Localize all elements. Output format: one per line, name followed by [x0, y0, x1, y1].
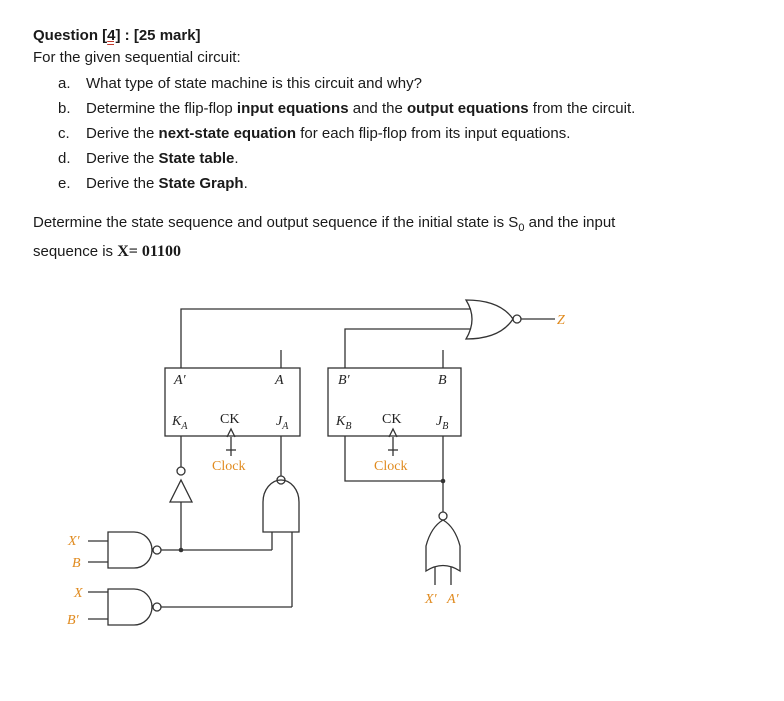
or-gate-jb — [425, 519, 461, 573]
ff-a-ck-label: CK — [220, 412, 239, 427]
bold-term: State Graph — [158, 175, 244, 192]
item-text-fragment: from the circuit. — [528, 100, 636, 117]
ff-b-qbar-label: B′ — [338, 373, 351, 388]
ff-a-qbar-label: A′ — [173, 373, 187, 388]
sequence-instructions: Determine the state sequence and output … — [33, 214, 616, 260]
question-intro: For the given sequential circuit: — [33, 49, 241, 66]
input-x-bar-label: X′ — [67, 534, 81, 549]
input-sequence: X= 01100 — [117, 243, 182, 260]
ff-a-k-label: KA — [171, 414, 188, 432]
question-item: c.Derive the next-state equation for eac… — [58, 125, 571, 142]
question-number: 4] — [107, 27, 121, 44]
nor-gate — [464, 299, 514, 340]
ff-a-clock-label: Clock — [212, 459, 245, 474]
flip-flop-b — [327, 367, 462, 437]
ff-a-j-label: JA — [276, 414, 289, 432]
bold-term: input equations — [236, 100, 349, 117]
item-text-fragment: Determine the flip-flop — [86, 100, 237, 117]
bold-term: State table — [158, 150, 235, 167]
bold-term: next-state equation — [158, 125, 297, 142]
item-text-fragment: and the — [348, 100, 407, 117]
item-text-fragment: What type of state machine is this circu… — [86, 75, 422, 92]
flip-flop-a — [164, 367, 301, 437]
ff-b-q-label: B — [438, 373, 447, 388]
question-items: a.What type of state machine is this cir… — [58, 71, 635, 196]
inverter-triangle — [168, 478, 194, 503]
nand-gate-2 — [107, 588, 153, 626]
question-title: Question [4] : [25 mark] — [33, 27, 201, 44]
ff-b-j-label: JB — [436, 414, 448, 432]
and-gate-ja — [262, 479, 300, 533]
input-b-label: B — [72, 556, 81, 571]
item-text-fragment: Derive the — [86, 175, 159, 192]
item-text-fragment: for each flip-flop from its input equati… — [296, 125, 571, 142]
question-item: d.Derive the State table. — [58, 150, 239, 167]
ff-b-ck-label: CK — [382, 412, 401, 427]
ff-b-clock-label: Clock — [374, 459, 407, 474]
question-item: b.Determine the flip-flop input equation… — [58, 100, 636, 117]
or-input-x-bar-label: X′ — [424, 592, 438, 607]
or-input-a-bar-label: A′ — [446, 592, 460, 607]
bold-term: output equations — [406, 100, 529, 117]
input-b-bar-label: B′ — [67, 613, 80, 628]
item-text-fragment: . — [243, 175, 248, 192]
nor-output-bubble — [512, 314, 522, 324]
inverter-bubble — [176, 466, 186, 476]
input-x-label: X — [73, 586, 83, 601]
ff-b-k-label: KB — [335, 414, 351, 432]
ff-a-q-label: A — [274, 373, 284, 388]
item-text-fragment: . — [234, 150, 239, 167]
item-text-fragment: Derive the — [86, 125, 159, 142]
item-text-fragment: Derive the — [86, 150, 159, 167]
question-item: e.Derive the State Graph. — [58, 175, 248, 192]
question-item: a.What type of state machine is this cir… — [58, 75, 422, 92]
nand-gate-1 — [107, 531, 153, 569]
output-z-label: Z — [557, 313, 565, 328]
